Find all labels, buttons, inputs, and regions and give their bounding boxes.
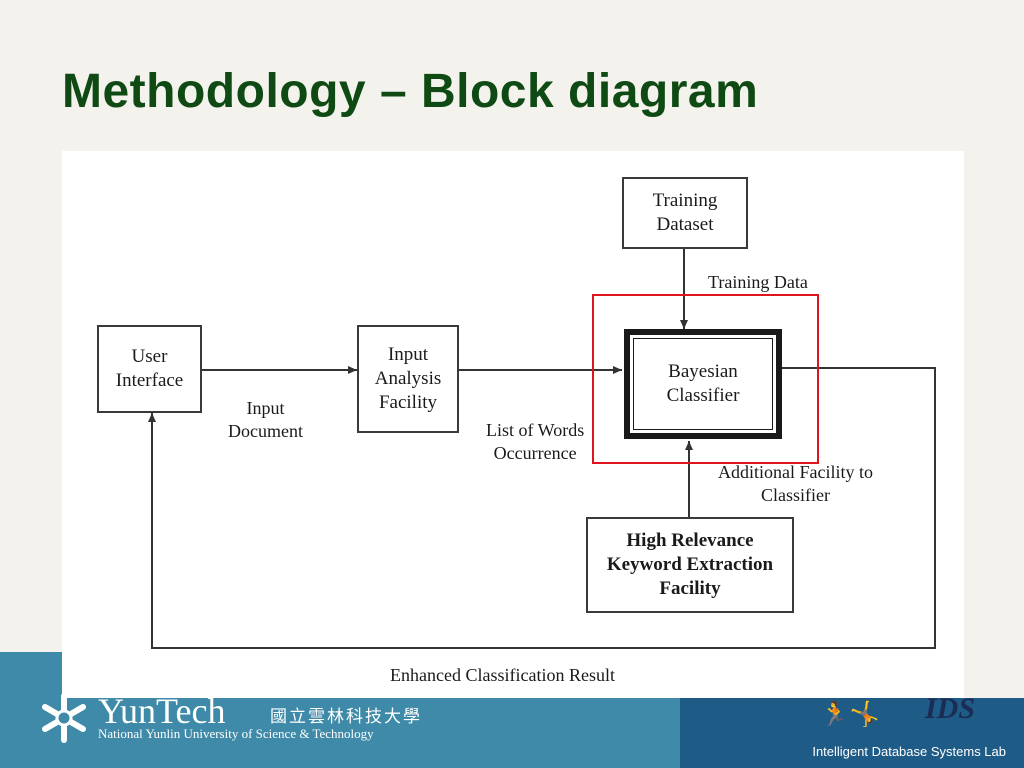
lab-figures-icon: 🏃🤸 (820, 700, 880, 728)
keyword-extraction-line3: Facility (659, 577, 721, 599)
university-chinese-name: 國立雲林科技大學 (270, 707, 422, 727)
list-of-words-line1: List of Words (486, 420, 585, 440)
training-dataset-line2: Dataset (656, 214, 714, 235)
bayesian-classifier-line1: Bayesian (668, 361, 738, 383)
lab-logo: IDS (925, 692, 976, 725)
user-interface-box: User Interface (97, 325, 202, 413)
arrow-feedback-loop (148, 367, 936, 649)
footer-right-band (680, 698, 1024, 768)
list-of-words-label: List of Words Occurrence (486, 419, 584, 466)
training-dataset-box: Training Dataset (622, 177, 748, 249)
input-analysis-box: Input Analysis Facility (357, 325, 459, 433)
block-diagram: Training Dataset User Interface Input An… (62, 151, 964, 699)
keyword-extraction-box: High Relevance Keyword Extraction Facili… (586, 517, 794, 613)
diagram-connectors (148, 249, 936, 649)
additional-facility-line2: Classifier (761, 485, 830, 506)
input-analysis-line1: Input (387, 344, 429, 366)
list-of-words-line2: Occurrence (493, 443, 577, 464)
enhanced-result-label: Enhanced Classification Result (390, 665, 615, 685)
university-logo-name: YunTech (98, 691, 226, 731)
slide-title: Methodology – Block diagram (62, 65, 759, 118)
footer-left-band (0, 652, 62, 698)
university-subtitle: National Yunlin University of Science & … (98, 726, 374, 741)
input-document-line1: Input (246, 398, 285, 418)
training-data-label: Training Data (708, 272, 808, 292)
user-interface-line1: User (131, 346, 168, 368)
keyword-extraction-line2: Keyword Extraction (606, 554, 774, 576)
input-document-label: Input Document (228, 397, 303, 444)
input-analysis-line3: Facility (378, 391, 438, 413)
yuntech-snowflake-icon (42, 693, 86, 743)
additional-facility-label: Additional Facility to Classifier (718, 461, 873, 508)
classifier-highlight-box (592, 294, 819, 464)
keyword-extraction-line1: High Relevance (626, 530, 754, 552)
bayesian-classifier-box: Bayesian Classifier (624, 329, 782, 439)
bayesian-classifier-line2: Classifier (666, 385, 740, 406)
additional-facility-line1: Additional Facility to (718, 462, 873, 482)
training-dataset-line1: Training (652, 190, 718, 212)
user-interface-line2: Interface (115, 370, 184, 391)
input-analysis-line2: Analysis (374, 368, 442, 390)
lab-name: Intelligent Database Systems Lab (812, 744, 1006, 759)
input-document-line2: Document (228, 421, 303, 442)
